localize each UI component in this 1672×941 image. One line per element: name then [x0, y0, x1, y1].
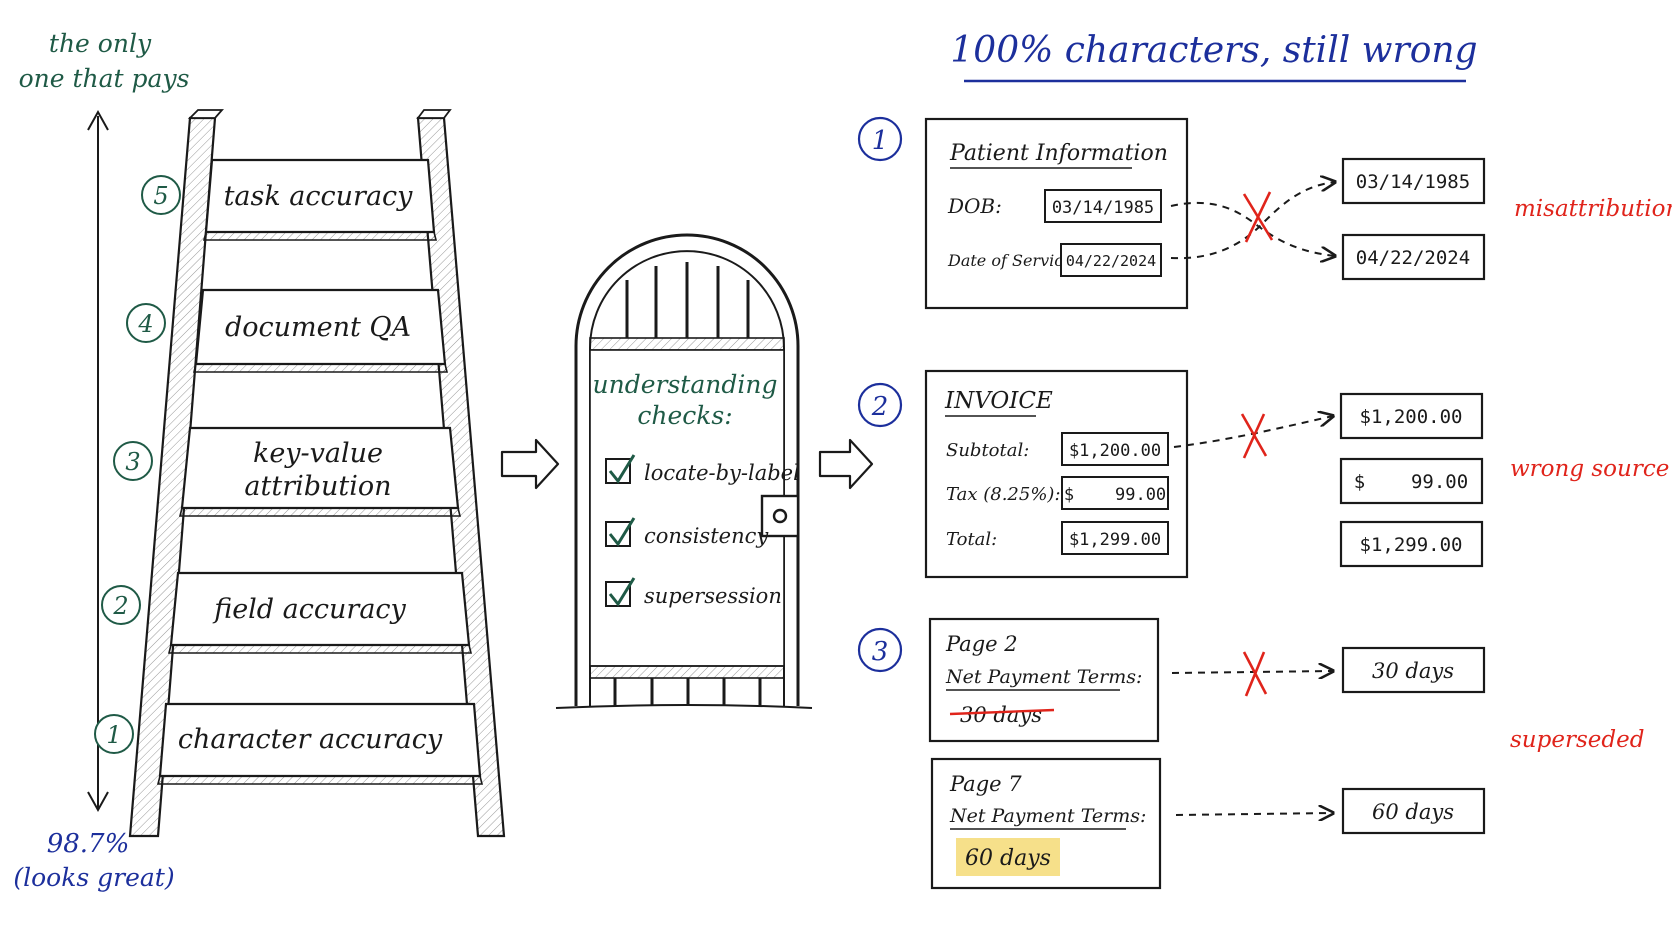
ladder: the only one that pays 98.7% (looks grea…: [13, 29, 506, 892]
dob-label: DOB:: [947, 194, 1002, 218]
ex2-output-1: $1,200.00: [1360, 406, 1463, 428]
checkmark-icon: [608, 517, 636, 547]
arrow-ladder-to-gate: [500, 438, 560, 490]
rung-number-3-text: 3: [125, 448, 140, 476]
rung-4-label: document QA: [225, 312, 411, 343]
error-x-icon: [1240, 413, 1268, 459]
rung-2-label: field accuracy: [212, 594, 406, 625]
example-1-misattribution: 1 Patient Information DOB: 03/14/1985 Da…: [857, 116, 1672, 310]
top-note-line2: one that pays: [19, 64, 190, 93]
ex3-output-b: 60 days: [1372, 800, 1454, 824]
ex3-output-a: 30 days: [1372, 659, 1454, 683]
total-value: $1,299.00: [1069, 530, 1161, 550]
subtotal-label: Subtotal:: [946, 440, 1029, 461]
page-7-terms-label: Net Payment Terms:: [949, 805, 1146, 827]
gate-title-line2: checks:: [637, 401, 732, 430]
check-item-consistency: consistency: [605, 517, 769, 548]
page-2-terms-label: Net Payment Terms:: [945, 666, 1142, 688]
rung-3-label-line2: attribution: [244, 471, 391, 502]
example-3-superseded: 3 Page 2 Net Payment Terms: 30 days Page…: [857, 617, 1644, 890]
patient-info-title: Patient Information: [949, 141, 1168, 166]
rung-3-label-line1: key-value: [253, 438, 383, 469]
ex1-output-top: 03/14/1985: [1356, 171, 1470, 193]
page-7-title: Page 7: [949, 772, 1022, 796]
page-2-title: Page 2: [945, 632, 1018, 656]
misattribution-tag: misattribution: [1514, 196, 1672, 222]
rung-3: key-value attribution: [178, 426, 462, 517]
check-item-supersession: supersession: [605, 577, 782, 608]
rung-1-label: character accuracy: [178, 724, 443, 755]
rung-2: field accuracy: [167, 571, 473, 654]
checkmark-icon: [608, 577, 636, 607]
top-note-line1: the only: [49, 29, 152, 58]
checkmark-icon: [608, 454, 636, 484]
tax-value: $ 99.00: [1064, 485, 1166, 505]
highlight: [956, 838, 1060, 876]
subtotal-value: $1,200.00: [1069, 441, 1161, 461]
total-label: Total:: [946, 529, 997, 550]
rung-4: document QA: [192, 288, 449, 373]
rung-number-4-text: 4: [137, 310, 153, 338]
page-2-terms-value: 30 days: [960, 703, 1042, 727]
ladder-scale-arrow: [87, 109, 109, 813]
dos-value: 04/22/2024: [1066, 252, 1156, 270]
rung-number-4: 4: [126, 303, 166, 343]
rung-number-5-text: 5: [153, 182, 168, 210]
rung-5-label: task accuracy: [224, 181, 414, 212]
rung-5: task accuracy: [202, 158, 438, 241]
check-item-locate: locate-by-label: [605, 454, 800, 485]
gate-lock-icon: [760, 494, 800, 538]
ladder-rail-left: [128, 109, 224, 838]
ex1-output-bottom: 04/22/2024: [1356, 247, 1470, 269]
rung-number-2-text: 2: [112, 592, 128, 620]
dob-value: 03/14/1985: [1052, 198, 1154, 218]
tax-label: Tax (8.25%):: [946, 484, 1061, 505]
rung-1: character accuracy: [156, 702, 484, 785]
error-x-icon: [1242, 191, 1274, 243]
example-2-number: 2: [871, 392, 889, 422]
gate-title-line1: understanding: [593, 370, 778, 399]
rung-number-5: 5: [141, 175, 181, 215]
rung-number-3: 3: [113, 441, 153, 481]
example-1-number: 1: [872, 126, 889, 156]
rung-number-1: 1: [94, 714, 134, 754]
wrong-source-tag: wrong source: [1510, 456, 1669, 482]
example-3-number: 3: [872, 637, 889, 667]
bottom-note-line1: 98.7%: [47, 829, 130, 859]
dos-label: Date of Service:: [947, 251, 1078, 270]
arrow-gate-to-examples: [818, 438, 874, 490]
ex2-output-3: $1,299.00: [1360, 534, 1463, 556]
understanding-gate: understanding checks: locate-by-label co…: [555, 233, 813, 709]
section-heading: 100% characters, still wrong: [950, 30, 1477, 71]
rung-number-2: 2: [101, 585, 141, 625]
rung-number-1-text: 1: [106, 721, 121, 749]
check-label-supersession: supersession: [644, 584, 782, 608]
strikethrough: [949, 708, 1055, 716]
page-2-card: [928, 617, 1160, 743]
bottom-note-line2: (looks great): [13, 863, 174, 892]
ex2-output-2: $ 99.00: [1354, 471, 1468, 493]
page-7-terms-value: 60 days: [965, 846, 1051, 871]
invoice-title: INVOICE: [944, 388, 1053, 414]
error-x-icon: [1242, 651, 1268, 697]
example-2-wrong-source: 2 INVOICE Subtotal: $1,200.00 Tax (8.25%…: [857, 369, 1669, 579]
superseded-tag: superseded: [1510, 727, 1644, 753]
check-label-consistency: consistency: [644, 524, 769, 548]
check-label-locate: locate-by-label: [644, 461, 800, 485]
